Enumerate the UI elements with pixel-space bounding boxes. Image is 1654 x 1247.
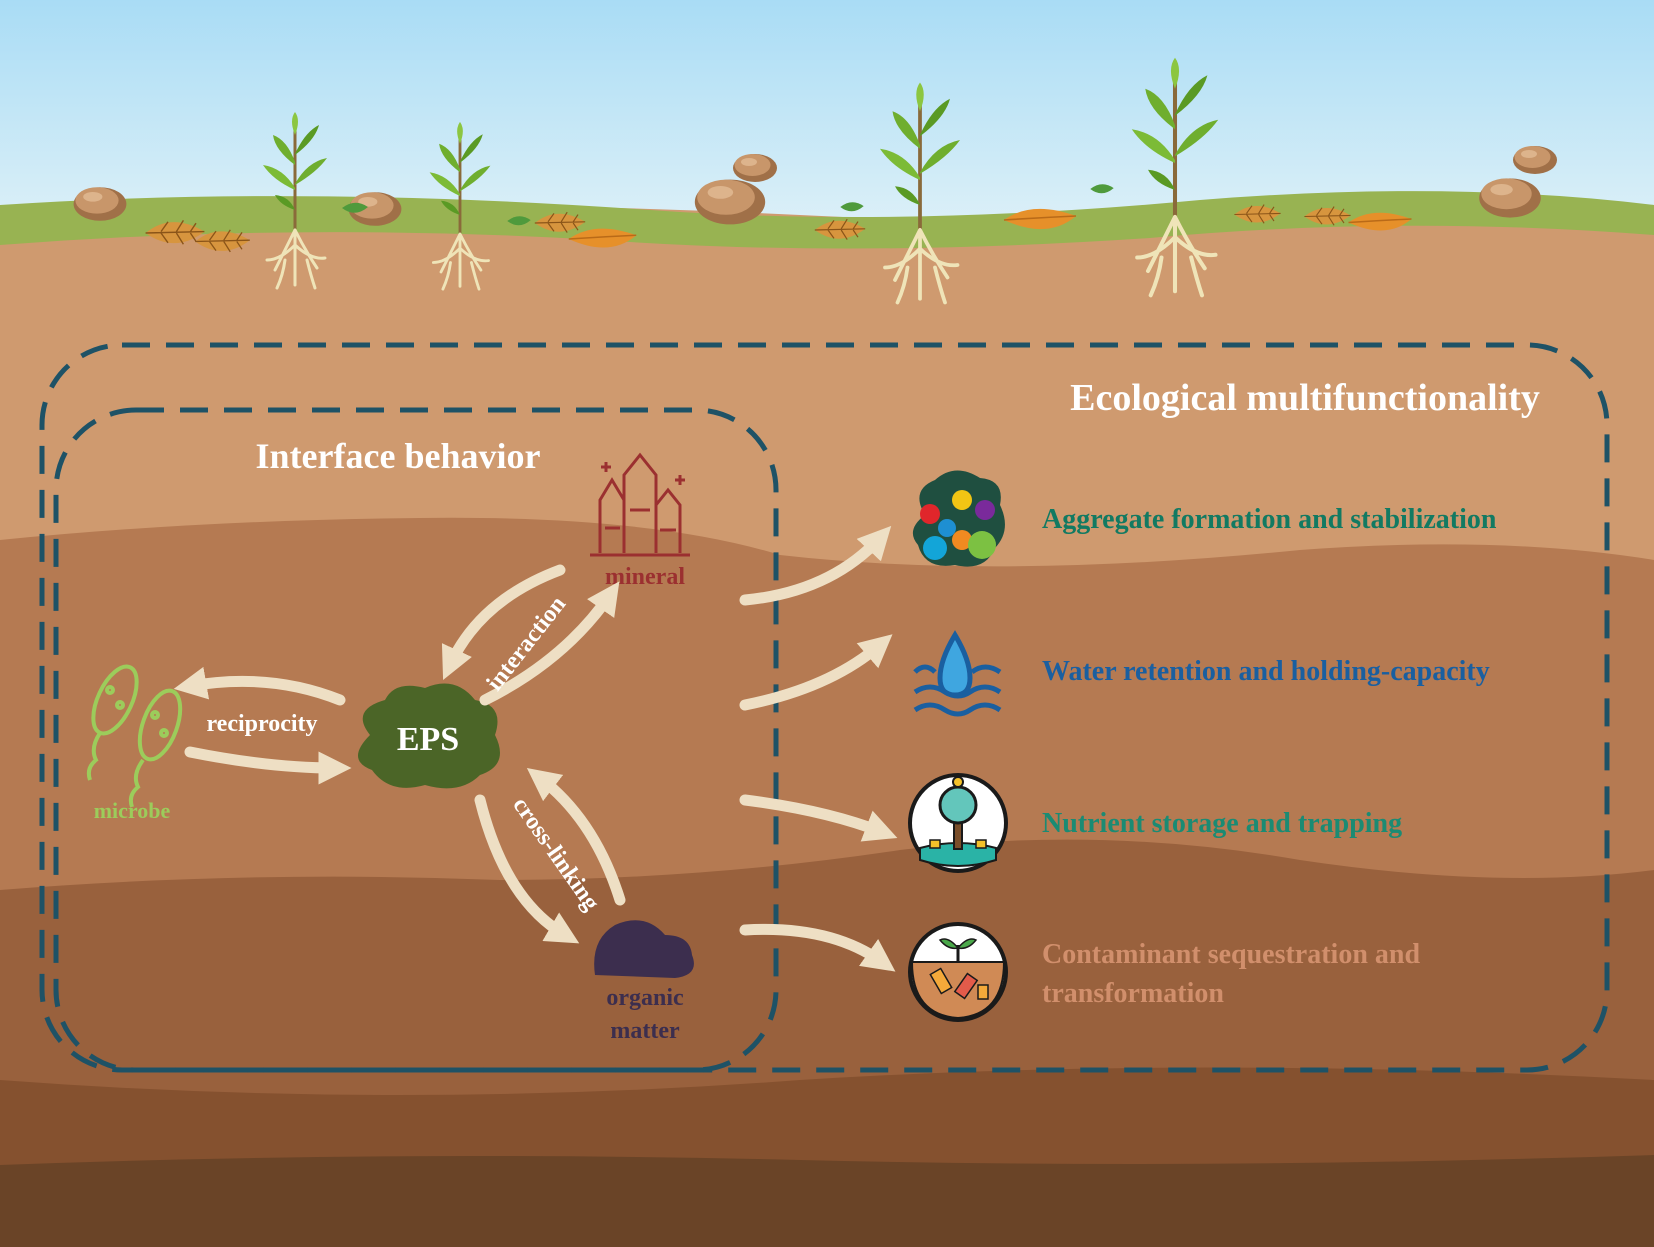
soil-layer-bottom <box>0 1155 1654 1247</box>
function-contaminant-label-line1: Contaminant sequestration and <box>1042 939 1420 970</box>
organic-label-line1: organic <box>606 985 684 1011</box>
arrow-microbe-to-eps <box>184 746 352 785</box>
eps-label: EPS <box>397 721 459 758</box>
organic-label-line2: matter <box>610 1018 680 1044</box>
internal-arrows <box>173 564 626 944</box>
external-arrows <box>739 525 898 972</box>
outer-title: Ecological multifunctionality <box>1070 377 1540 419</box>
arrow-to-nutrient <box>739 794 898 842</box>
microbe-icon <box>86 664 183 808</box>
water-drop-icon <box>913 630 1002 717</box>
arrow-to-water <box>739 634 893 711</box>
reciprocity-label: reciprocity <box>206 711 317 737</box>
arrow-eps-to-mineral <box>479 581 620 706</box>
arrow-to-contaminant <box>739 923 896 972</box>
arrow-eps-to-microbe <box>173 666 346 706</box>
microbe-label: microbe <box>94 798 171 823</box>
organic-matter-node: organic matter <box>594 920 694 1044</box>
mineral-label: mineral <box>605 564 685 590</box>
aggregate-icon <box>912 470 1005 567</box>
arrow-organic-to-eps <box>526 767 626 906</box>
inner-title: Interface behavior <box>256 436 541 476</box>
crystal-icon <box>590 452 690 557</box>
function-contaminant-label-line2: transformation <box>1042 978 1224 1009</box>
nutrient-tree-icon <box>908 773 1008 873</box>
eps-blob <box>357 683 500 789</box>
eps-node: EPS <box>357 683 500 789</box>
function-nutrient-label: Nutrient storage and trapping <box>1042 808 1402 839</box>
microbe-node: microbe <box>86 664 183 823</box>
arrow-mineral-to-eps <box>441 564 566 680</box>
grass-strip <box>0 191 1654 249</box>
arrow-to-aggregate <box>739 525 892 606</box>
function-water-label: Water retention and holding-capacity <box>1042 656 1490 687</box>
outer-dashed-frame <box>39 342 1610 1073</box>
function-aggregate-label: Aggregate formation and stabilization <box>1042 504 1497 535</box>
inner-dashed-frame <box>53 407 779 1073</box>
contaminant-soil-icon <box>908 922 1008 1022</box>
organic-blob <box>594 920 694 978</box>
arrow-eps-to-organic <box>474 794 580 944</box>
